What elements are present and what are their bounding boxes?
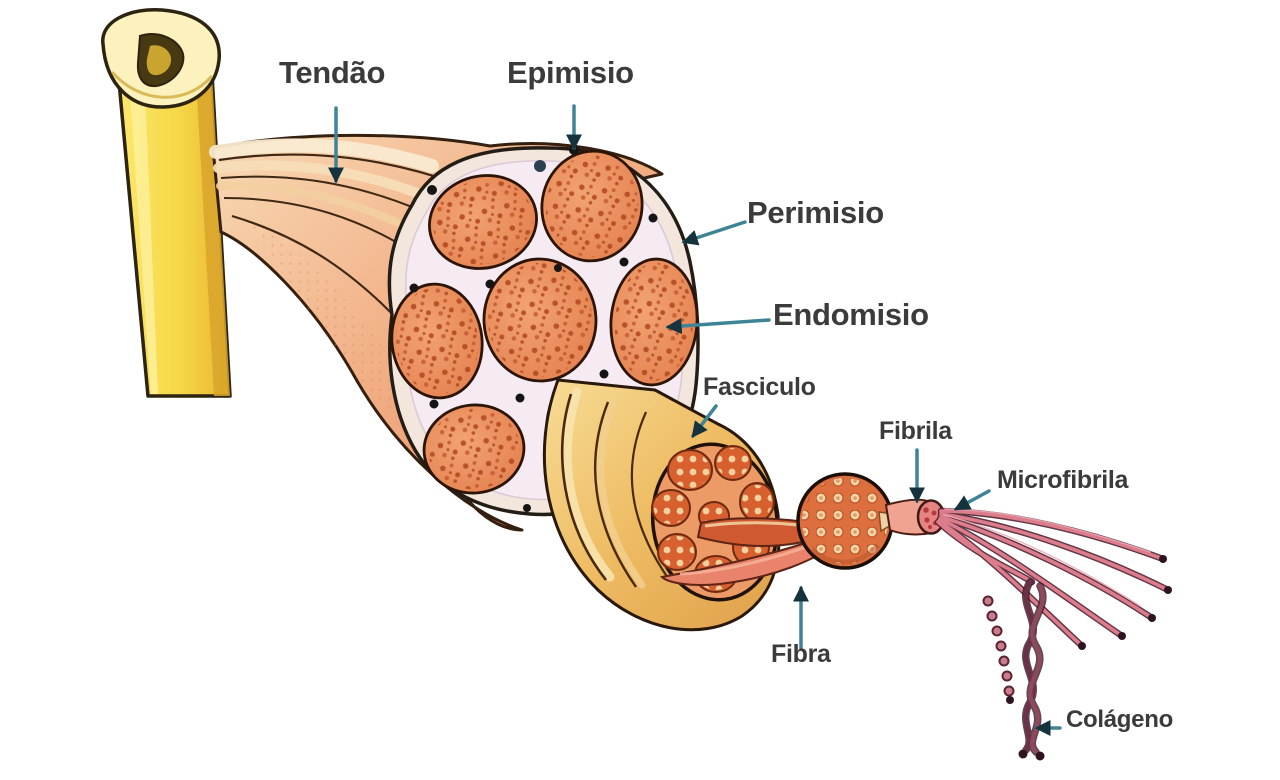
label-colageno: Colágeno	[1066, 706, 1173, 733]
arrow-endomisio	[665, 318, 771, 335]
fascicle-pullout	[542, 378, 781, 632]
label-fasciculo: Fasciculo	[703, 373, 816, 401]
fiber-illustration	[659, 472, 909, 587]
label-endomisio: Endomisio	[773, 297, 929, 332]
fibril-illustration	[884, 498, 946, 536]
label-tendao: Tendão	[279, 55, 386, 90]
collagen-braid	[982, 578, 1047, 761]
label-epimisio: Epimisio	[507, 55, 634, 90]
arrow-microfibrila	[953, 489, 991, 511]
label-fibra: Fibra	[771, 640, 831, 668]
arrow-perimisio	[681, 220, 747, 246]
label-microfibrila: Microfibrila	[997, 466, 1129, 494]
perimysium-junction-dots	[409, 145, 667, 512]
label-fibrila: Fibrila	[879, 417, 952, 445]
bone-illustration	[101, 8, 232, 398]
microfibril-strands	[934, 507, 1172, 650]
label-perimisio: Perimisio	[747, 195, 884, 230]
arrow-fasciculo	[691, 404, 718, 438]
